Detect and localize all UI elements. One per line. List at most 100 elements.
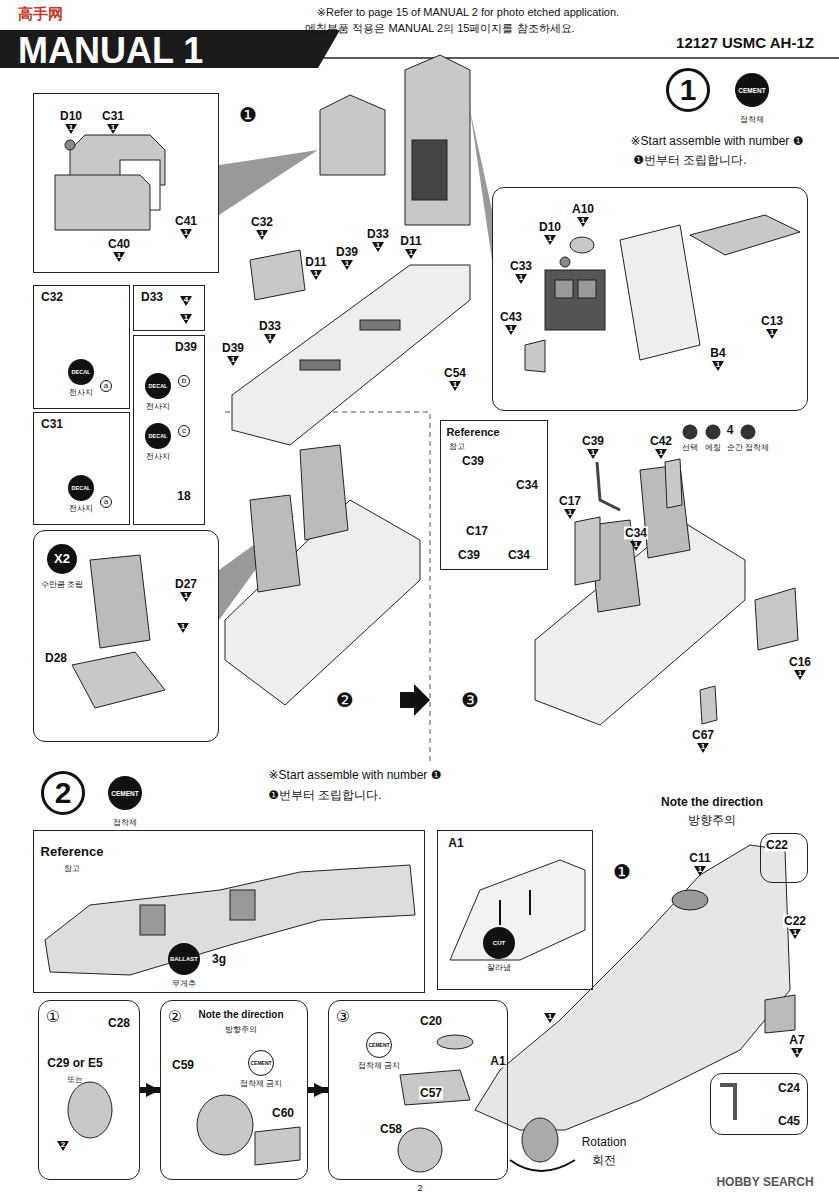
part-number: C16 xyxy=(788,656,812,669)
part-number: D33 xyxy=(258,320,282,333)
part-number: 4 xyxy=(726,424,735,437)
part-number: C54 xyxy=(443,367,467,380)
decal-symbol: DECAL xyxy=(145,423,171,449)
part-number: C13 xyxy=(760,315,784,328)
symbol-caption: 접착제 xyxy=(740,114,764,125)
part-number: C29 or E5 xyxy=(46,1057,103,1070)
quantity-triangle: 1 xyxy=(587,449,599,459)
symbol-caption: 참고 xyxy=(449,441,465,452)
watermark: HOBBY SEARCH xyxy=(716,1175,813,1189)
symbol-caption: 전사지 xyxy=(146,401,170,412)
part-number: D33 xyxy=(140,291,164,304)
cement-label: CEMENT xyxy=(111,790,138,797)
note-text: 방향주의 xyxy=(686,812,738,829)
part-number: C28 xyxy=(107,1017,131,1030)
symbol-caption: 전사지 xyxy=(146,451,170,462)
symbol-caption: 선택 xyxy=(682,442,698,453)
part-number: C58 xyxy=(379,1123,403,1136)
quantity-triangle: 1 xyxy=(65,124,77,134)
symbol-caption: 접착제 xyxy=(113,817,137,828)
note-text: 회전 xyxy=(590,1152,618,1169)
note-text: ※Start assemble with number ❶ xyxy=(629,134,806,148)
symbol-caption: 무게추 xyxy=(172,978,196,989)
substep-number: ❶ xyxy=(613,860,631,884)
quantity-triangle: 1 xyxy=(405,249,417,259)
symbol-caption: 방향주의 xyxy=(225,1024,257,1035)
part-number: C17 xyxy=(465,525,489,538)
detail-panel: A1CUT잘라냄 xyxy=(437,830,593,990)
step-arrow xyxy=(140,1087,160,1093)
quantity-triangle: 1 xyxy=(177,623,189,633)
quantity-triangle: 1 xyxy=(577,217,589,227)
part-number: D27 xyxy=(174,578,198,591)
no-cement-symbol: CEMENT xyxy=(248,1050,274,1076)
part-number: D39 xyxy=(174,341,198,354)
quantity-triangle: 1 xyxy=(697,743,709,753)
note-text: ※Start assemble with number ❶ xyxy=(267,768,444,782)
part-number: D11 xyxy=(399,235,422,248)
instruction-symbol: BALLAST xyxy=(168,943,200,975)
part-number: D33 xyxy=(366,228,390,241)
part-number: C24 xyxy=(777,1082,801,1095)
substep-panel: ③C20CEMENT접착제 금지C57C58 xyxy=(328,1000,508,1180)
quantity-triangle: 2 xyxy=(57,1141,69,1151)
substep-number: ③ xyxy=(336,1007,350,1026)
part-number: C40 xyxy=(107,238,131,251)
detail-panel: D101C311C411C401 xyxy=(33,93,219,273)
part-drawing xyxy=(45,55,800,1172)
no-cement-symbol: CEMENT xyxy=(366,1032,392,1058)
quantity-triangle: 1 xyxy=(107,124,119,134)
step-number: 2 xyxy=(55,776,72,810)
reference-panel: Reference참고BALLAST무게추3g xyxy=(33,830,425,993)
part-number: C67 xyxy=(691,729,715,742)
part-number: C39 xyxy=(461,455,485,468)
substep-number: ❷ xyxy=(336,688,354,712)
quantity-triangle: 1 xyxy=(794,670,806,680)
quantity-triangle: 1 xyxy=(505,325,517,335)
decal-symbol: DECAL xyxy=(68,475,94,501)
substep-number: ② xyxy=(168,1007,182,1026)
quantity-triangle: 1 xyxy=(789,929,801,939)
direction-note: Note the direction xyxy=(198,1009,283,1020)
detail-panel: C22 xyxy=(760,833,808,883)
part-number: D39 xyxy=(221,342,245,355)
header-band xyxy=(0,30,340,68)
part-number: D39 xyxy=(335,246,359,259)
part-number: C32 xyxy=(250,216,274,229)
decal-panel: D39DECAL전사지bDECAL전사지c18 xyxy=(133,335,205,525)
quantity-triangle: 1 xyxy=(766,329,778,339)
section-divider xyxy=(225,412,430,765)
quantity-triangle: 1 xyxy=(341,260,353,270)
quantity-triangle: 1 xyxy=(372,242,384,252)
quantity-triangle: 1 xyxy=(712,361,724,371)
quantity-triangle: 1 xyxy=(180,314,192,324)
part-number: C34 xyxy=(515,479,539,492)
part-number: C17 xyxy=(558,495,582,508)
symbol-caption: 잘라냄 xyxy=(487,962,511,973)
kit-number: 12127 USMC AH-1Z xyxy=(676,34,814,51)
note-text: Rotation xyxy=(580,1135,629,1149)
decal-letter: b xyxy=(178,375,190,387)
detail-panel: D3341 xyxy=(133,285,205,331)
quantity-triangle: 1 xyxy=(449,381,461,391)
symbol-caption: 전사지 xyxy=(69,387,93,398)
direction-note: Note the direction xyxy=(661,795,763,809)
part-number: D10 xyxy=(538,221,562,234)
part-number: C60 xyxy=(271,1107,295,1120)
step-circle: 2 xyxy=(41,771,85,815)
quantity-triangle: 1 xyxy=(180,229,192,239)
substep-panel: ①C28C29 or E5또는2 xyxy=(38,1000,140,1180)
page-number: 2 xyxy=(417,1183,422,1193)
symbol-caption: 접착제 금지 xyxy=(358,1060,401,1071)
quantity-triangle: 1 xyxy=(544,1013,556,1023)
symbol-caption: 참고 xyxy=(64,863,80,874)
reference-panel: Reference참고C39C34C17C39C34 xyxy=(440,420,548,570)
part-number: C34 xyxy=(624,527,648,540)
quantity-triangle: 1 xyxy=(544,235,556,245)
decal-symbol: DECAL xyxy=(68,359,94,385)
symbol-caption: 전사지 xyxy=(69,503,93,514)
part-number: C32 xyxy=(40,291,64,304)
substep-number: ① xyxy=(46,1007,60,1026)
quantity-triangle: 1 xyxy=(227,356,239,366)
part-number: A1 xyxy=(447,837,464,850)
